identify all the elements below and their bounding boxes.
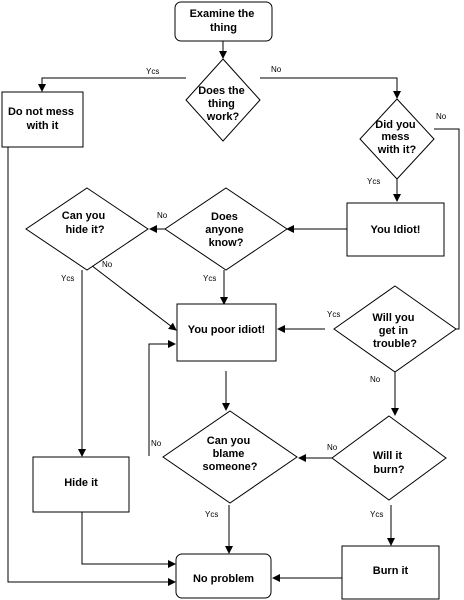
node-burn-it-line-1: Burn it: [373, 565, 409, 577]
node-blame-line-1: Can you: [207, 435, 250, 447]
svg-text:You Idiot!: You Idiot!: [371, 224, 421, 236]
node-does-know-line-2: anyone: [205, 224, 244, 236]
node-trouble-line-2: get in: [379, 325, 409, 337]
label-know-yes: Ycs: [203, 274, 216, 283]
node-did-mess-line-1: Did you: [375, 119, 415, 131]
label-burn-no: No: [327, 443, 338, 452]
svg-text:No problem: No problem: [193, 573, 254, 585]
node-will-it-burn: Will it burn?: [331, 415, 447, 501]
svg-text:Will it burn?: Will it burn?: [373, 450, 405, 476]
edge-blame-no: [148, 340, 176, 456]
node-does-work-line-3: work?: [206, 111, 240, 123]
svg-text:Can you hide it?: Can you hide it?: [62, 210, 108, 236]
label-blame-no: No: [151, 439, 162, 448]
svg-text:You poor idiot!: You poor idiot!: [188, 324, 265, 336]
svg-text:Can you blame: Can you blame someone?: [202, 435, 257, 473]
label-work-yes: Ycs: [146, 67, 159, 76]
node-can-hide-line-2: hide it?: [65, 224, 104, 236]
edge-labels: Ycs No No Ycs No Ycs No Ycs Ycs No No No…: [61, 65, 447, 519]
node-do-not-mess-line-2: with it: [26, 120, 59, 132]
svg-text:Does the thing: Does the thing work?: [198, 85, 248, 123]
label-trouble-no: No: [370, 375, 381, 384]
node-will-burn-line-1: Will it: [373, 450, 403, 462]
label-hide-yes: Ycs: [61, 274, 74, 283]
edge-does-work-yes: [38, 77, 186, 92]
node-examine-line-2: thing: [210, 22, 237, 34]
node-do-not-mess-with-it: Do not mess with it: [1, 91, 84, 148]
svg-text:Examine the thing: Examine the thing: [190, 8, 258, 34]
svg-text:Does anyone kn: Does anyone know?: [205, 211, 247, 249]
label-mess-yes: Ycs: [367, 177, 380, 186]
svg-text:Hide it: Hide it: [64, 477, 98, 489]
node-does-the-thing-work: Does the thing work?: [185, 58, 261, 142]
node-you-poor-idiot: You poor idiot!: [176, 303, 277, 362]
node-did-mess-line-3: with it?: [377, 144, 417, 156]
label-mess-no: No: [436, 112, 447, 121]
node-you-idiot: You Idiot!: [346, 202, 445, 257]
node-do-not-mess-line-1: Do not mess: [8, 106, 74, 118]
node-does-know-line-3: know?: [209, 237, 244, 249]
svg-text:Do not mess with it: Do not mess with it: [8, 106, 77, 132]
node-does-work-line-1: Does the: [198, 85, 244, 97]
node-examine-the-thing: Examine the thing: [174, 1, 273, 42]
node-poor-idiot-line-1: You poor idiot!: [188, 324, 265, 336]
node-no-problem-line-1: No problem: [193, 573, 254, 585]
node-can-you-hide-it: Can you hide it?: [25, 187, 149, 271]
edge-hide-it-to-no-problem: [81, 512, 176, 568]
label-blame-yes: Ycs: [205, 510, 218, 519]
node-can-hide-line-1: Can you: [62, 210, 105, 222]
node-you-idiot-line-1: You Idiot!: [371, 224, 421, 236]
edge-can-hide-no: [86, 261, 177, 331]
node-blame-line-3: someone?: [202, 461, 257, 473]
node-does-know-line-1: Does: [211, 211, 238, 223]
node-blame-line-2: blame: [213, 448, 245, 460]
node-trouble-line-3: trouble?: [373, 338, 417, 350]
node-hide-it: Hide it: [32, 456, 130, 513]
label-trouble-yes: Ycs: [327, 310, 340, 319]
label-work-no: No: [271, 65, 282, 74]
node-will-burn-line-2: burn?: [373, 464, 404, 476]
node-can-you-blame-someone: Can you blame someone?: [162, 410, 298, 504]
node-does-work-line-2: thing: [208, 98, 235, 110]
svg-text:Did you mess w: Did you mess with it?: [375, 119, 418, 156]
svg-text:Burn it: Burn it: [373, 565, 409, 577]
label-know-no: No: [157, 211, 168, 220]
node-no-problem: No problem: [175, 553, 272, 599]
edges: [7, 41, 460, 586]
edge-does-work-no: [260, 77, 401, 99]
label-burn-yes: Ycs: [370, 510, 383, 519]
label-hide-no: No: [102, 260, 113, 269]
node-hide-it-line-1: Hide it: [64, 477, 98, 489]
svg-text:Will you get in: Will you get in trouble?: [372, 312, 417, 350]
node-did-mess-line-2: mess: [381, 131, 409, 143]
edge-do-not-mess-to-no-problem: [7, 147, 176, 586]
node-trouble-line-1: Will you: [372, 312, 414, 324]
node-does-anyone-know: Does anyone know?: [164, 187, 288, 271]
node-examine-line-1: Examine the: [190, 8, 255, 20]
node-did-you-mess-with-it: Did you mess with it?: [359, 98, 435, 180]
node-burn-it: Burn it: [341, 545, 440, 600]
node-will-you-get-in-trouble: Will you get in trouble?: [333, 285, 457, 373]
